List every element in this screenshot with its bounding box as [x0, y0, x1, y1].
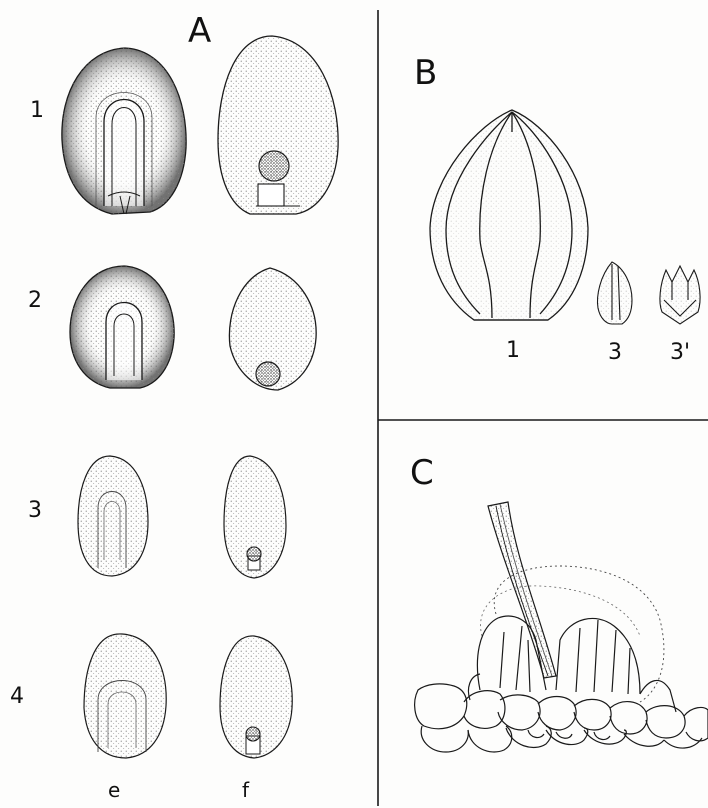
- panel-b-item-3: 3: [608, 342, 622, 364]
- seed-a2-e: [70, 266, 174, 388]
- section-c: [415, 502, 708, 752]
- panel-c-label: C: [410, 456, 434, 490]
- outline-b1: [430, 110, 588, 320]
- panel-dividers: [378, 10, 708, 806]
- column-label-e: e: [108, 780, 120, 800]
- seed-a1-e: [62, 48, 186, 214]
- panel-b-item-3-prime: 3': [670, 342, 690, 364]
- panel-b-label: B: [414, 56, 437, 90]
- panel-a-label: A: [188, 14, 211, 48]
- outline-b3: [598, 262, 632, 324]
- outline-b3-prime: [660, 266, 700, 324]
- seed-a4-f: [220, 636, 292, 758]
- panel-b-item-1: 1: [506, 340, 520, 362]
- seed-a4-e: [84, 634, 166, 758]
- row-label-1: 1: [30, 100, 44, 122]
- row-label-4: 4: [10, 686, 24, 708]
- seed-a3-e: [78, 456, 148, 576]
- seed-a3-f: [224, 456, 286, 578]
- seed-a1-f: [218, 36, 338, 214]
- column-label-f: f: [242, 780, 249, 800]
- seed-a2-f: [229, 268, 316, 390]
- row-label-3: 3: [28, 500, 42, 522]
- row-label-2: 2: [28, 290, 42, 312]
